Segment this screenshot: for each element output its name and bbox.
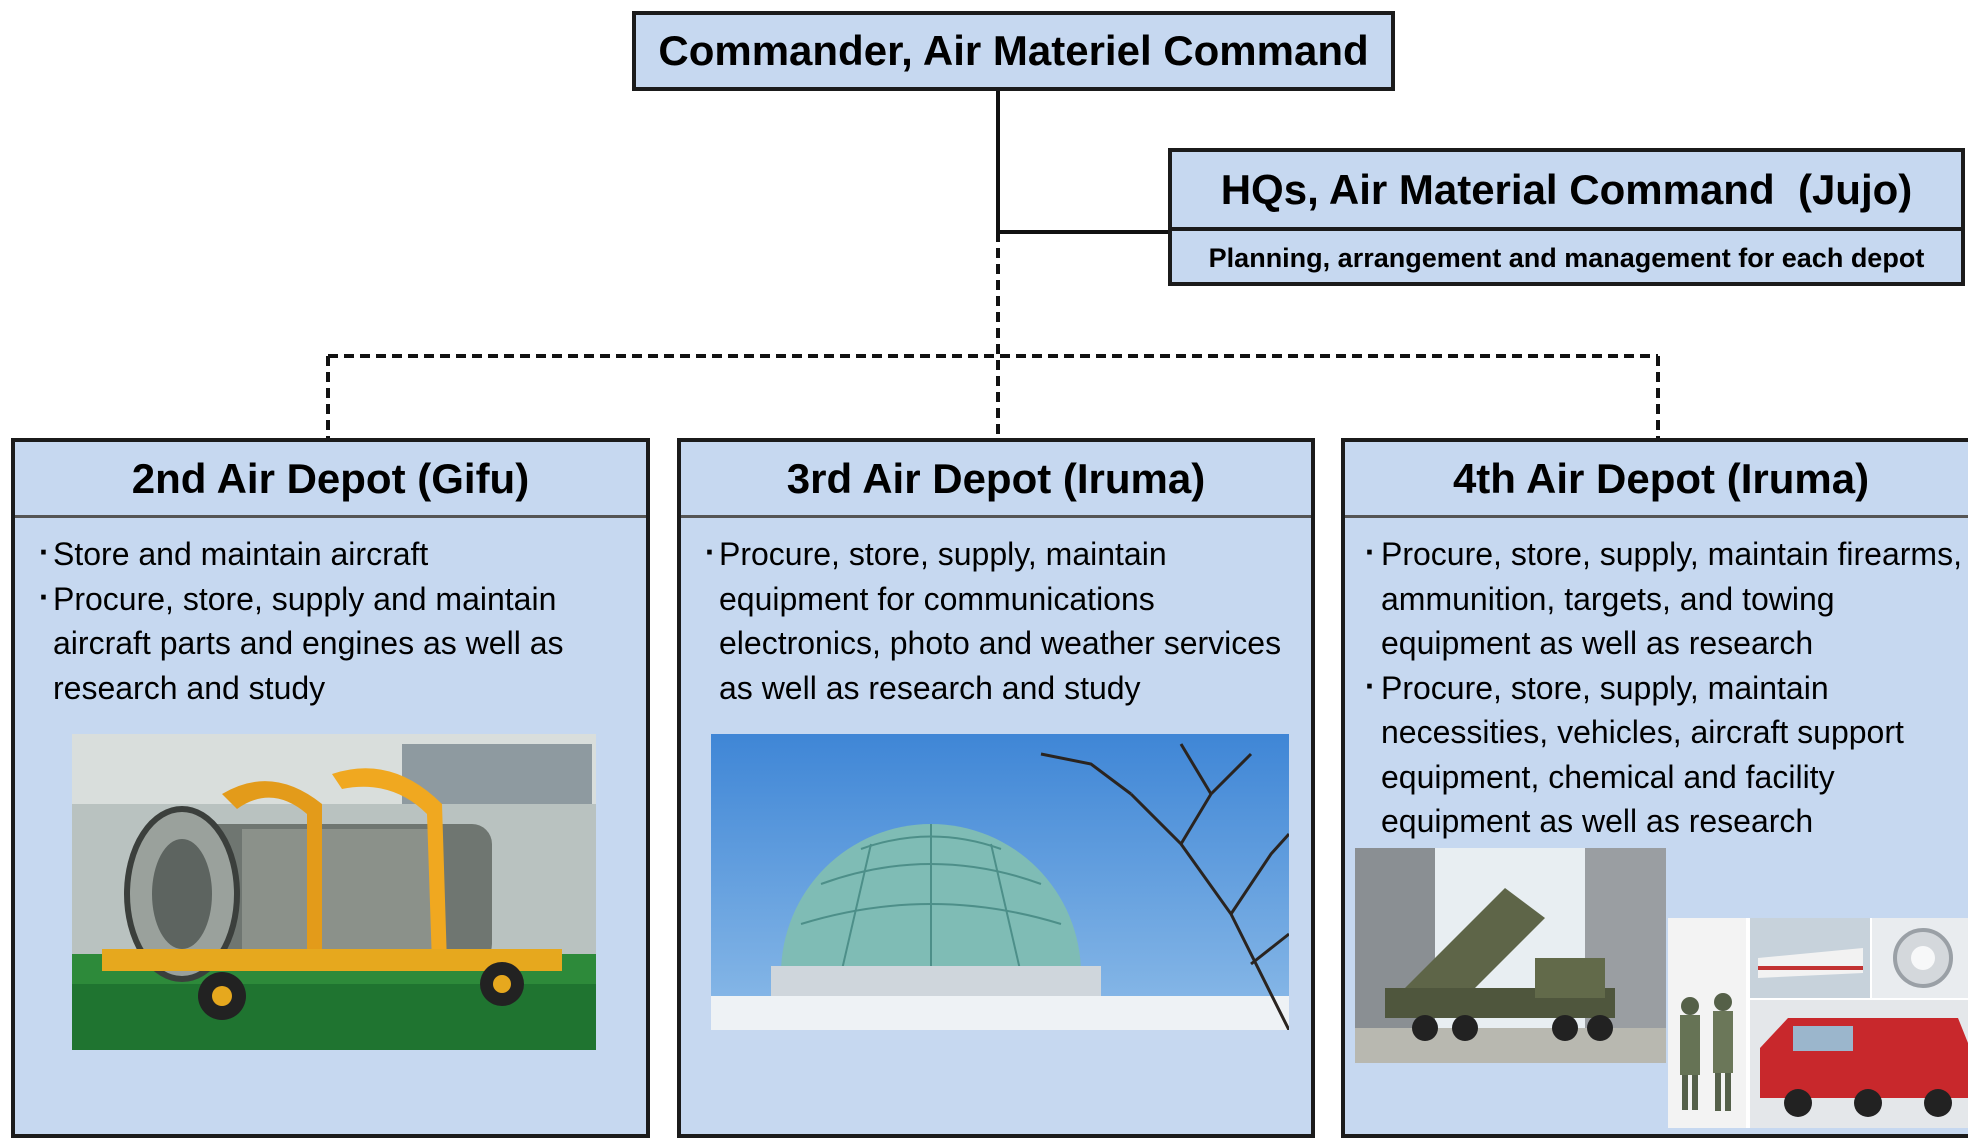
depot-title: 3rd Air Depot (Iruma) xyxy=(681,442,1311,518)
duty-item: Store and maintain aircraft xyxy=(39,530,646,577)
depot-duties-list: Store and maintain aircraft Procure, sto… xyxy=(15,518,646,710)
headquarters-box: HQs, Air Material Command (Jujo) Plannin… xyxy=(1168,148,1965,286)
duty-item: Procure, store, supply and maintain airc… xyxy=(39,575,613,711)
duty-item: Procure, store, supply, maintain necessi… xyxy=(1365,664,1968,844)
depot-title: 4th Air Depot (Iruma) xyxy=(1345,442,1968,518)
depot-title: 2nd Air Depot (Gifu) xyxy=(15,442,646,518)
depot-duties-list: Procure, store, supply, maintain equipme… xyxy=(681,518,1311,710)
depot-duties-list: Procure, store, supply, maintain firearm… xyxy=(1345,518,1968,844)
duty-item: Procure, store, supply, maintain equipme… xyxy=(705,530,1299,710)
depot-box-2nd: 2nd Air Depot (Gifu) Store and maintain … xyxy=(11,438,650,1138)
missile-launcher-photo xyxy=(1355,848,1666,1063)
depot-box-4th: 4th Air Depot (Iruma) Procure, store, su… xyxy=(1341,438,1968,1138)
commander-title: Commander, Air Materiel Command xyxy=(658,27,1369,74)
duty-item: Procure, store, supply, maintain firearm… xyxy=(1365,530,1968,666)
commander-box: Commander, Air Materiel Command xyxy=(632,11,1395,91)
equipment-collage-photo xyxy=(1668,918,1968,1128)
radome-photo xyxy=(711,734,1289,1030)
depot-box-3rd: 3rd Air Depot (Iruma) Procure, store, su… xyxy=(677,438,1315,1138)
jet-engine-photo xyxy=(72,734,596,1050)
headquarters-description: Planning, arrangement and management for… xyxy=(1208,243,1925,273)
headquarters-title: HQs, Air Material Command (Jujo) xyxy=(1172,152,1961,231)
